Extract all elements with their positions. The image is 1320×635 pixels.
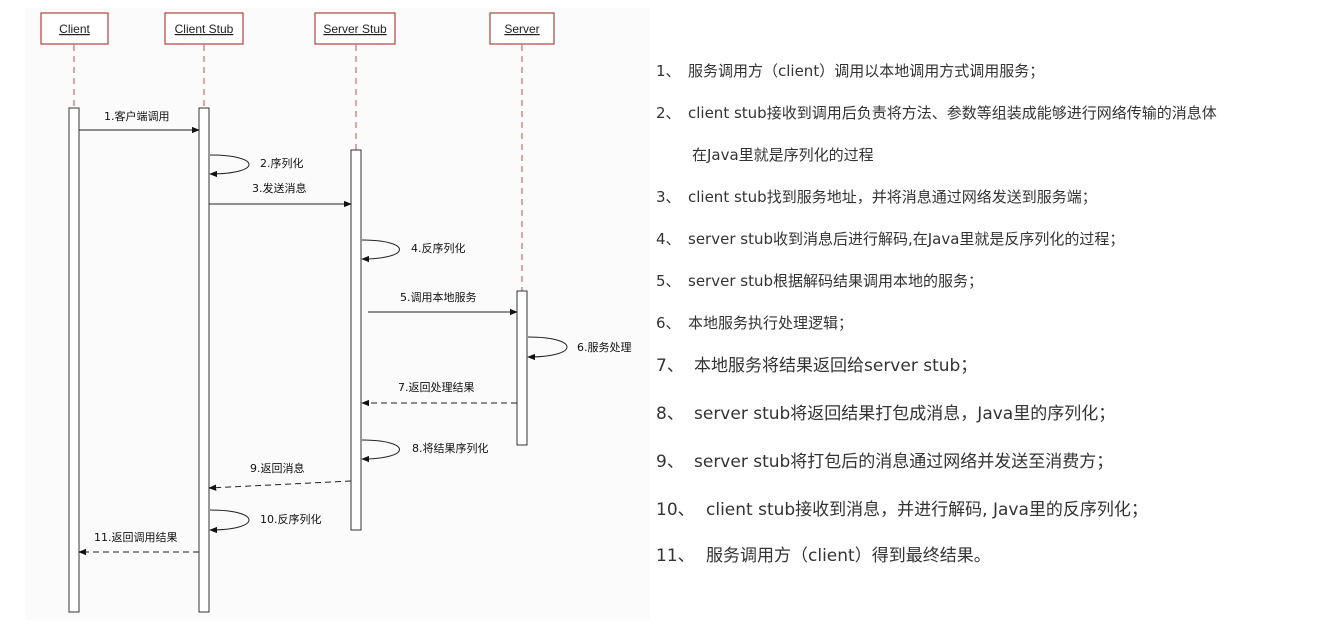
message-label-4: 4.反序列化: [411, 241, 466, 255]
step-item-5: 5、 server stub根据解码结果调用本地的服务；: [656, 270, 983, 291]
step-number: 3、: [656, 188, 681, 206]
step-text: server stub将打包后的消息通过网络并发送至消费方；: [694, 452, 1114, 472]
activation-client-stub: [198, 107, 210, 613]
step-number: 6、: [656, 314, 681, 332]
step-number: 7、: [656, 356, 684, 376]
actor-client-stub-label: Client Stub: [175, 22, 234, 36]
step-number: 4、: [656, 230, 681, 248]
step-number: 1、: [656, 62, 681, 80]
sequence-diagram-panel: [25, 8, 650, 620]
activation-client: [68, 107, 80, 613]
step-item-7: 7、本地服务将结果返回给server stub；: [656, 351, 977, 376]
step-item-2-continuation: 在Java里就是序列化的过程: [692, 144, 874, 165]
step-item-3: 3、 client stub找到服务地址，并将消息通过网络发送到服务端；: [656, 186, 1097, 207]
step-item-4: 4、 server stub收到消息后进行解码,在Java里就是反序列化的过程；: [656, 228, 1124, 249]
actor-server-stub: Server Stub: [314, 12, 396, 45]
step-text: server stub收到消息后进行解码,在Java里就是反序列化的过程；: [688, 230, 1125, 248]
message-label-2: 2.序列化: [260, 156, 304, 170]
step-item-8: 8、 server stub将返回结果打包成消息，Java里的序列化；: [656, 399, 1115, 424]
actor-client: Client: [40, 12, 109, 45]
activation-server: [516, 290, 528, 446]
message-arrow-10: [209, 509, 250, 534]
message-label-10: 10.反序列化: [260, 512, 322, 526]
message-arrow-6: [527, 336, 568, 361]
step-item-9: 9、 server stub将打包后的消息通过网络并发送至消费方；: [656, 447, 1113, 472]
step-text: 本地服务将结果返回给server stub；: [694, 356, 978, 376]
message-label-7: 7.返回处理结果: [398, 381, 475, 394]
message-label-5: 5.调用本地服务: [400, 290, 477, 304]
step-number: 5、: [656, 272, 681, 290]
step-number: 9、: [656, 452, 684, 472]
message-arrow-9: [208, 480, 352, 491]
message-label-1: 1.客户端调用: [104, 109, 170, 123]
actor-server: Server: [489, 12, 555, 45]
step-text: server stub将返回结果打包成消息，Java里的序列化；: [694, 404, 1116, 424]
step-text: 在Java里就是序列化的过程: [692, 146, 874, 164]
step-item-10: 10、 client stub接收到消息，并进行解码, Java里的反序列化；: [656, 495, 1148, 520]
step-number: 2、: [656, 104, 681, 122]
step-number: 11、: [656, 546, 695, 566]
actor-client-label: Client: [59, 22, 90, 36]
message-label-8: 8.将结果序列化: [412, 441, 489, 455]
step-text: 服务调用方（client）调用以本地调用方式调用服务；: [688, 62, 1045, 80]
step-text: client stub接收到调用后负责将方法、参数等组装成能够进行网络传输的消息…: [688, 104, 1217, 122]
step-text: client stub找到服务地址，并将消息通过网络发送到服务端；: [688, 188, 1097, 206]
actor-client-stub: Client Stub: [164, 12, 244, 45]
message-arrow-8: [361, 439, 400, 463]
step-text: 服务调用方（client）得到最终结果。: [706, 546, 991, 566]
activation-server-stub: [350, 149, 362, 531]
step-item-2: 2、 client stub接收到调用后负责将方法、参数等组装成能够进行网络传输的…: [656, 102, 1217, 123]
sequence-diagram: Client Client Stub Server Stub Server 1.…: [40, 12, 632, 613]
step-number: 8、: [656, 404, 684, 424]
step-text: client stub接收到消息，并进行解码, Java里的反序列化；: [706, 500, 1148, 520]
step-number: 10、: [656, 500, 695, 520]
message-arrow-2: [209, 154, 250, 178]
message-label-6: 6.服务处理: [577, 341, 632, 354]
step-item-6: 6、本地服务执行处理逻辑；: [656, 312, 853, 333]
message-label-11: 11.返回调用结果: [94, 531, 178, 544]
step-text: 本地服务执行处理逻辑；: [688, 314, 854, 332]
message-arrow-4: [361, 239, 400, 263]
step-text: server stub根据解码结果调用本地的服务；: [688, 272, 983, 290]
actor-server-stub-label: Server Stub: [323, 22, 387, 36]
actor-server-label: Server: [504, 22, 539, 36]
step-item-11: 11、服务调用方（client）得到最终结果。: [656, 541, 991, 566]
message-label-3: 3.发送消息: [252, 181, 307, 195]
step-item-1: 1、服务调用方（client）调用以本地调用方式调用服务；: [656, 60, 1044, 81]
message-label-9: 9.返回消息: [250, 461, 305, 475]
